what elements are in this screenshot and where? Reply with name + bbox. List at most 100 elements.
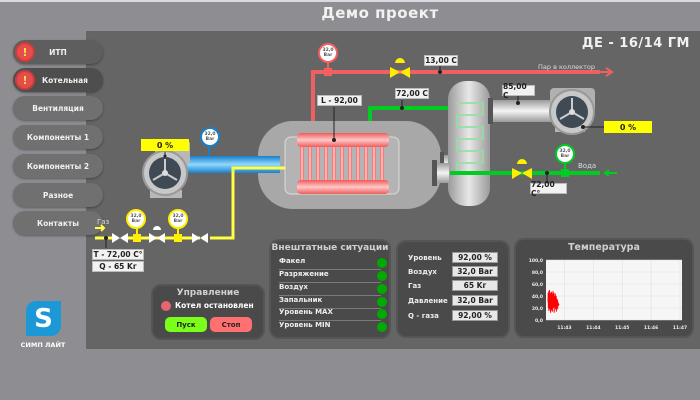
- emergency-row: Уровень MAX: [279, 308, 387, 321]
- page-title: Демо проект: [321, 4, 439, 22]
- chart-x-tick-label: 11:45: [615, 325, 629, 331]
- return-temp-value: 72,00 C: [395, 88, 429, 99]
- chart-y-tick-label: 100,0: [529, 258, 543, 264]
- level-value: L - 92,00: [317, 95, 362, 106]
- sidebar-item-label: Компоненты 2: [26, 161, 90, 171]
- sidebar-item-label: Вентиляция: [32, 103, 84, 113]
- water-label: Вода: [578, 162, 597, 170]
- boiler-status: Котел остановлен: [175, 301, 254, 310]
- chart-x-tick-label: 11:44: [586, 325, 600, 331]
- emergency-panel: Внештатные ситуации Факел Разряжение Воз…: [271, 241, 389, 337]
- boiler-top-drum: [297, 133, 389, 147]
- flue-temp-value: 85,00 C: [502, 82, 535, 100]
- chart-y-tick-label: 80,0: [532, 270, 543, 276]
- sidebar-item-label: Котельная: [41, 75, 88, 85]
- boiler-tubes: [300, 147, 384, 180]
- param-value: 65 Kг: [452, 280, 498, 291]
- exhaust-fan-percent: 0 %: [604, 121, 652, 133]
- sidebar-item-ventilation[interactable]: Вентиляция: [13, 96, 103, 120]
- chart-x-tick-label: 11:46: [644, 325, 658, 331]
- sidebar-item-components-2[interactable]: Компоненты 2: [13, 154, 103, 178]
- steam-label: Пар в коллектор: [538, 63, 595, 71]
- exhaust-duct: [490, 100, 555, 122]
- param-value: 32,0 Bar: [452, 266, 498, 277]
- emergency-title: Внештатные ситуации: [271, 243, 389, 253]
- status-ok-icon: [377, 322, 387, 332]
- sidebar-item-misc[interactable]: Разное: [13, 183, 103, 207]
- browser-strip: [0, 0, 700, 2]
- gas-valves-icon: [112, 226, 208, 243]
- steam-arrow-icon: [600, 67, 614, 77]
- emergency-row: Факел: [279, 257, 387, 270]
- sidebar-item-boiler[interactable]: ! Котельная: [13, 68, 103, 92]
- status-ok-icon: [377, 271, 387, 281]
- alert-icon: !: [15, 42, 35, 62]
- air-fan-percent: 0 %: [141, 139, 189, 151]
- gas-flow-value: Q - 65 Kг: [92, 261, 144, 272]
- chart-x-tick-label: 11:43: [557, 325, 571, 331]
- status-indicator-icon: [161, 301, 171, 311]
- param-label: Газ: [408, 282, 422, 290]
- emergency-row: Запальник: [279, 296, 387, 309]
- exhaust-fan-icon: [549, 88, 595, 135]
- alert-icon: !: [15, 70, 35, 90]
- chart-x-tick-label: 11:47: [673, 325, 687, 331]
- emergency-row: Разряжение: [279, 270, 387, 283]
- steam-temp-value: 13,00 C: [424, 55, 458, 66]
- chart-plot-area: [546, 260, 682, 320]
- param-label: Давление: [408, 297, 448, 305]
- param-label: Q - газа: [408, 312, 439, 320]
- control-title: Управление: [176, 288, 240, 298]
- control-panel: Управление Котел остановлен Пуск Стоп: [153, 286, 263, 338]
- sidebar-item-label: Контакты: [36, 218, 80, 228]
- start-button[interactable]: Пуск: [165, 317, 207, 332]
- logo-icon: S: [26, 301, 61, 336]
- param-value: 92,00 %: [452, 310, 498, 321]
- gas-label: Газ: [97, 218, 110, 226]
- chart-y-tick-label: 60,0: [532, 282, 543, 288]
- boiler-model: ДЕ - 16/14 ГМ: [581, 36, 690, 51]
- param-value: 32,0 Bar: [452, 295, 498, 306]
- param-label: Воздух: [408, 268, 437, 276]
- air-pipe: [180, 156, 280, 173]
- param-label: Уровень: [408, 254, 442, 262]
- emergency-row: Воздух: [279, 283, 387, 296]
- sidebar-item-label: ИТП: [49, 47, 67, 57]
- steam-gauge-tap: [324, 68, 332, 76]
- status-ok-icon: [377, 297, 387, 307]
- param-value: 92,00 %: [452, 252, 498, 263]
- water-arrow-icon: [603, 169, 617, 177]
- params-panel: Уровень 92,00 % Воздух 32,0 Bar Газ 65 K…: [398, 242, 508, 336]
- temperature-chart: 0,0 20,0 40,0 60,0 80,0 100,0 11:43 11:44 11:45 1…: [529, 258, 687, 331]
- status-ok-icon: [377, 309, 387, 319]
- gas-arrow-icon: [95, 224, 106, 232]
- status-ok-icon: [377, 284, 387, 294]
- chart-y-tick-label: 20,0: [532, 306, 543, 312]
- sidebar-item-itp[interactable]: ! ИТП: [13, 40, 103, 64]
- chart-title: Температура: [568, 242, 640, 253]
- logo-text: СИМП ЛАЙТ: [20, 341, 66, 349]
- steam-valve-icon: [390, 67, 400, 78]
- stop-button[interactable]: Стоп: [210, 317, 252, 332]
- gas-pipe: [95, 166, 285, 240]
- chart-y-tick-label: 40,0: [532, 294, 543, 300]
- gas-temp-value: T - 72,00 C°: [92, 249, 144, 260]
- boiler-bottom-drum: [297, 180, 389, 194]
- water-valve-icon: [512, 168, 522, 179]
- economizer: [448, 81, 490, 206]
- sidebar-item-label: Компоненты 1: [26, 132, 90, 142]
- emergency-row: Уровень MIN: [279, 321, 387, 333]
- water-temp-value: 72,00 C°: [530, 180, 567, 198]
- chart-y-tick-label: 0,0: [535, 318, 543, 324]
- chart-series-line: [547, 289, 560, 313]
- sidebar-item-label: Разное: [42, 190, 74, 200]
- sidebar-item-components-1[interactable]: Компоненты 1: [13, 125, 103, 149]
- sidebar-item-contacts[interactable]: Контакты: [13, 211, 103, 235]
- status-ok-icon: [377, 258, 387, 268]
